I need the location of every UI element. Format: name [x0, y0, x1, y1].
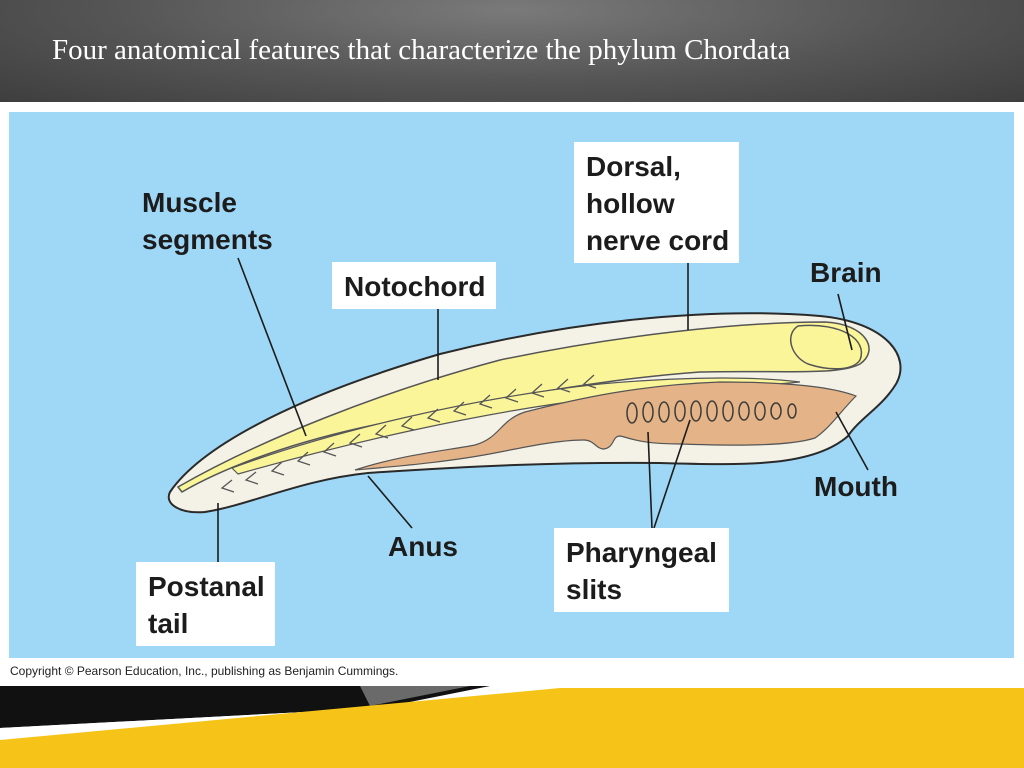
slide-footer — [0, 686, 1024, 768]
copyright-notice: Copyright © Pearson Education, Inc., pub… — [10, 664, 399, 678]
leader-line-brain — [837, 293, 853, 351]
leader-line-muscle-segments — [237, 257, 307, 437]
leader-line-anus — [367, 475, 413, 529]
label-pharyngeal-slits: Pharyngeal slits — [554, 528, 729, 612]
label-anus: Anus — [388, 531, 458, 562]
leader-line-slits-a — [647, 431, 653, 529]
notochord-shape — [230, 377, 801, 475]
muscle-segments-chevrons — [220, 374, 597, 493]
label-dorsal-hollow-nerve-cord: Dorsal, hollow nerve cord — [574, 142, 740, 263]
footer-gray-wedge — [360, 686, 470, 706]
brain-shape — [789, 324, 863, 370]
leader-line-slits-b — [653, 419, 691, 529]
label-postanal-tail: Postanal tail — [136, 562, 275, 646]
leader-line-mouth — [835, 411, 869, 471]
footer-yellow-band — [0, 688, 1024, 768]
label-notochord: Notochord — [332, 262, 496, 309]
slide-header: Four anatomical features that characteri… — [0, 0, 1024, 102]
pharyngeal-slits-shapes — [626, 400, 797, 424]
label-mouth: Mouth — [814, 471, 898, 502]
label-brain: Brain — [810, 257, 882, 288]
label-muscle-segments: Muscle segments — [142, 187, 273, 255]
slide-title: Four anatomical features that characteri… — [52, 34, 791, 66]
